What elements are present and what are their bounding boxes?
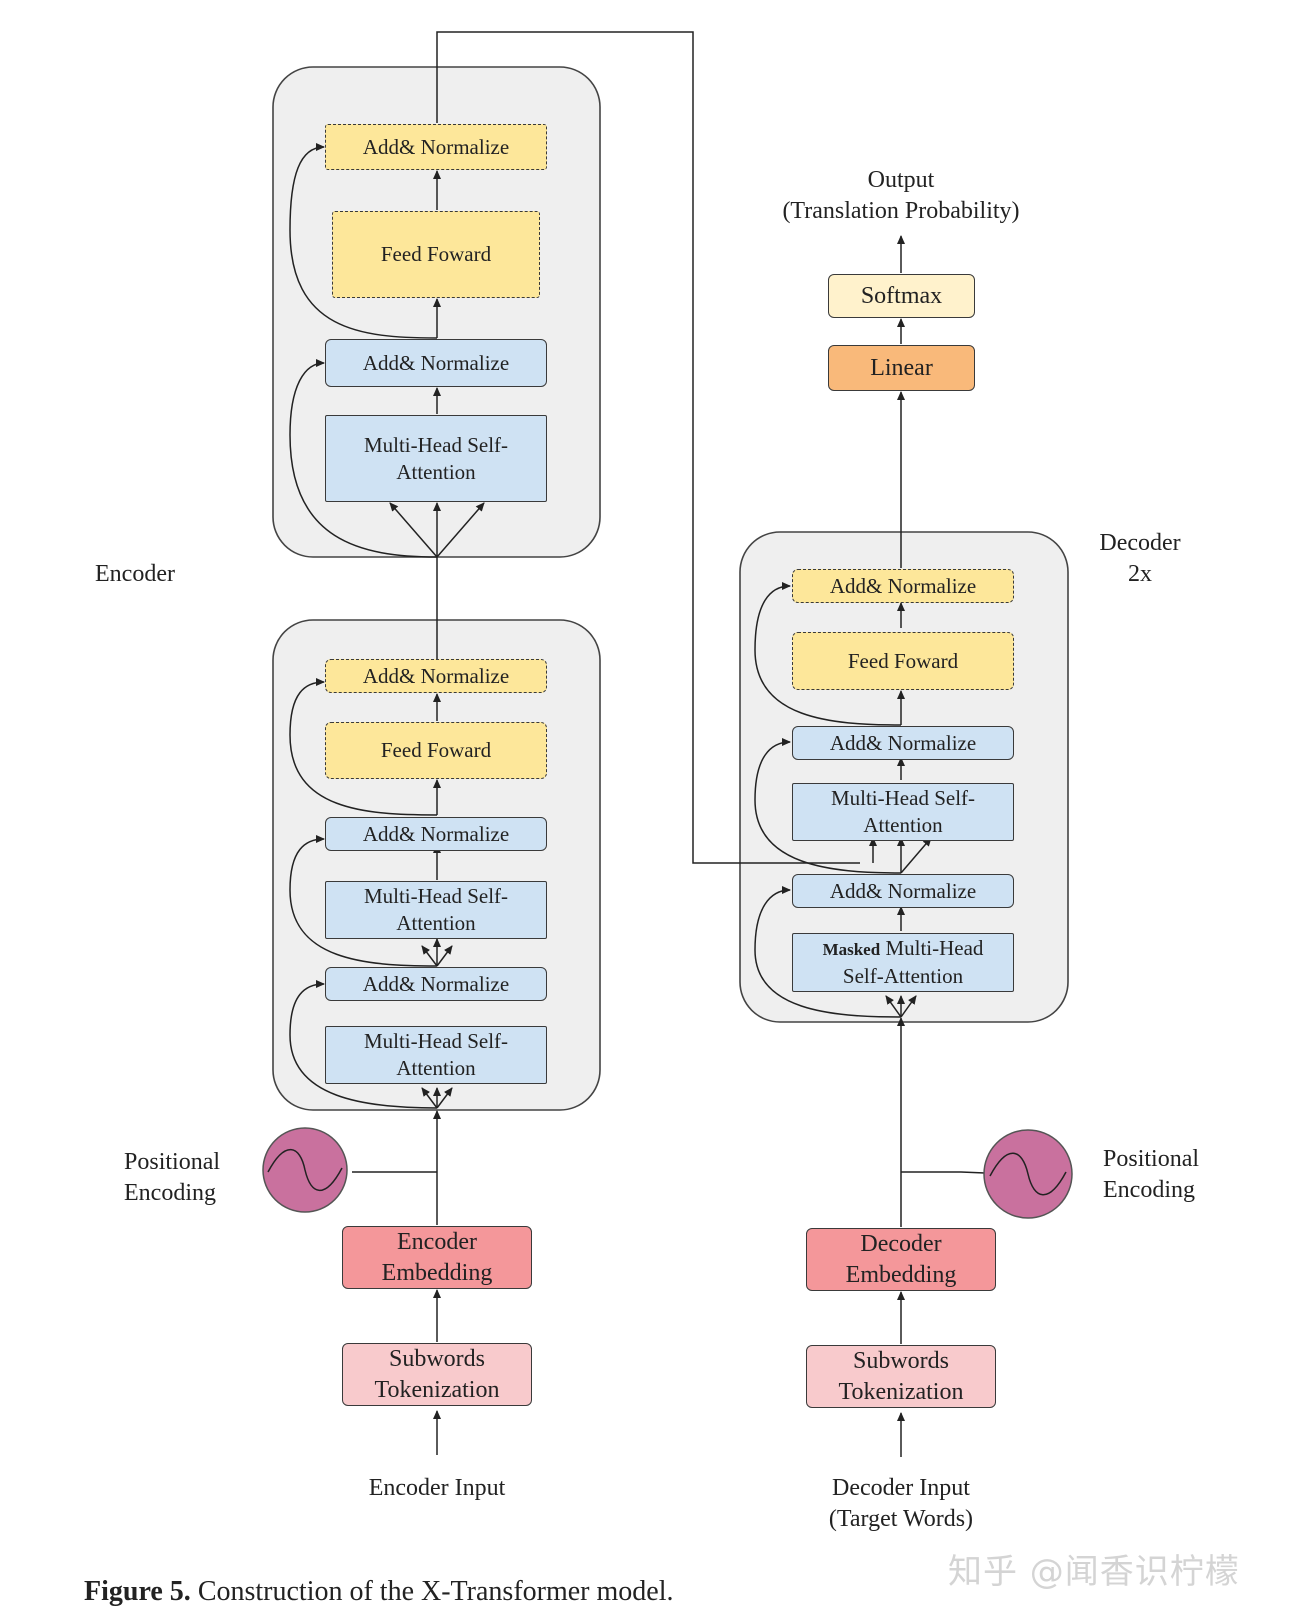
block-label-line1: Decoder bbox=[860, 1230, 942, 1257]
decoder-add-normalize-2: Add& Normalize bbox=[792, 726, 1014, 760]
block-label: Feed Foward bbox=[380, 242, 492, 266]
block-label-line2: Attention bbox=[396, 911, 476, 935]
masked-keyword: Masked bbox=[822, 940, 881, 959]
block-label: Add& Normalize bbox=[362, 821, 510, 846]
decoder-label-line2: 2x bbox=[1128, 561, 1152, 587]
block-label: Softmax bbox=[860, 282, 943, 309]
encoder-bottom-add-normalize-2: Add& Normalize bbox=[325, 817, 547, 851]
decoder-multi-head-self-attention: Multi-Head Self- Attention bbox=[792, 783, 1014, 841]
decoder-feed-forward: Feed Foward bbox=[792, 632, 1014, 690]
block-label: Add& Normalize bbox=[362, 663, 510, 688]
encoder-label: Encoder bbox=[95, 561, 175, 587]
block-label-line1: Multi-Head Self- bbox=[363, 884, 509, 908]
positional-label-line1: Positional bbox=[1103, 1146, 1200, 1172]
encoder-subwords-tokenization: Subwords Tokenization bbox=[342, 1343, 532, 1406]
watermark: 知乎 @闻香识柠檬 bbox=[948, 1552, 1240, 1592]
decoder-add-normalize-3: Add& Normalize bbox=[792, 569, 1014, 603]
block-label-line2: Embedding bbox=[381, 1259, 493, 1286]
encoder-top-add-normalize-1: Add& Normalize bbox=[325, 339, 547, 387]
positional-encoding-icon-left bbox=[262, 1127, 348, 1213]
output-label-line2: (Translation Probability) bbox=[782, 198, 1020, 224]
positional-label-line2: Encoding bbox=[1103, 1177, 1195, 1203]
decoder-add-normalize-1: Add& Normalize bbox=[792, 874, 1014, 908]
output-label: Output (Translation Probability) bbox=[760, 165, 1042, 227]
block-label: Add& Normalize bbox=[362, 134, 510, 159]
block-label: Feed Foward bbox=[847, 648, 959, 673]
block-label-line2: Attention bbox=[863, 813, 943, 837]
decoder-label-line1: Decoder bbox=[1099, 530, 1181, 556]
decoder-embedding: Decoder Embedding bbox=[806, 1228, 996, 1291]
block-label-line1: Multi-Head Self- bbox=[363, 1029, 509, 1053]
encoder-input-label: Encoder Input bbox=[368, 1475, 506, 1501]
encoder-top-add-normalize-2: Add& Normalize bbox=[325, 124, 547, 170]
block-label-line1: Masked Multi-Head bbox=[823, 935, 984, 963]
block-label-line2: Attention bbox=[396, 1056, 476, 1080]
block-label-line1: Subwords bbox=[388, 1345, 485, 1372]
figure-label: Figure 5. bbox=[84, 1576, 191, 1607]
encoder-bottom-add-normalize-3: Add& Normalize bbox=[325, 659, 547, 693]
softmax-block: Softmax bbox=[828, 274, 975, 318]
positional-label-line2: Encoding bbox=[124, 1180, 216, 1206]
block-label: Add& Normalize bbox=[362, 350, 510, 375]
block-label: Feed Foward bbox=[380, 738, 492, 762]
positional-encoding-label-left: Positional Encoding bbox=[124, 1147, 220, 1209]
block-label-line1: Encoder bbox=[397, 1228, 477, 1255]
encoder-top-multi-head-self-attention: Multi-Head Self- Attention bbox=[325, 415, 547, 502]
figure-caption: Figure 5. Construction of the X-Transfor… bbox=[84, 1576, 673, 1608]
masked-rest-label: Multi-Head bbox=[880, 936, 984, 960]
block-label: Add& Normalize bbox=[829, 573, 977, 598]
block-label-line2: Tokenization bbox=[838, 1378, 964, 1405]
decoder-input-label: Decoder Input (Target Words) bbox=[800, 1473, 1002, 1535]
encoder-bottom-multi-head-self-attention-1: Multi-Head Self- Attention bbox=[325, 1026, 547, 1084]
block-label: Add& Normalize bbox=[362, 971, 510, 996]
decoder-input-label-line2: (Target Words) bbox=[828, 1506, 974, 1532]
decoder-input-label-line1: Decoder Input bbox=[832, 1475, 970, 1501]
output-label-line1: Output bbox=[867, 167, 935, 193]
block-label-line1: Multi-Head Self- bbox=[363, 432, 509, 457]
encoder-bottom-feed-forward: Feed Foward bbox=[325, 722, 547, 779]
positional-encoding-label-right: Positional Encoding bbox=[1103, 1144, 1199, 1206]
block-label-line2: Tokenization bbox=[374, 1376, 500, 1403]
decoder-masked-multi-head-self-attention: Masked Multi-Head Self-Attention bbox=[792, 933, 1014, 992]
block-label-line2: Embedding bbox=[845, 1261, 957, 1288]
decoder-label: Decoder 2x bbox=[1085, 528, 1195, 590]
encoder-embedding: Encoder Embedding bbox=[342, 1226, 532, 1289]
linear-block: Linear bbox=[828, 345, 975, 391]
block-label: Add& Normalize bbox=[829, 730, 977, 755]
decoder-subwords-tokenization: Subwords Tokenization bbox=[806, 1345, 996, 1408]
block-label: Add& Normalize bbox=[829, 878, 977, 903]
block-label-line2: Self-Attention bbox=[842, 964, 964, 988]
encoder-bottom-multi-head-self-attention-2: Multi-Head Self- Attention bbox=[325, 881, 547, 939]
block-label-line2: Attention bbox=[396, 459, 476, 484]
block-label: Linear bbox=[870, 354, 933, 381]
encoder-bottom-add-normalize-1: Add& Normalize bbox=[325, 967, 547, 1001]
block-label-line1: Subwords bbox=[852, 1347, 949, 1374]
positional-encoding-icon-right bbox=[983, 1129, 1073, 1219]
positional-label-line1: Positional bbox=[124, 1149, 221, 1175]
encoder-top-feed-forward: Feed Foward bbox=[332, 211, 540, 298]
block-label-line1: Multi-Head Self- bbox=[830, 786, 976, 810]
caption-text: Construction of the X-Transformer model. bbox=[190, 1576, 674, 1607]
